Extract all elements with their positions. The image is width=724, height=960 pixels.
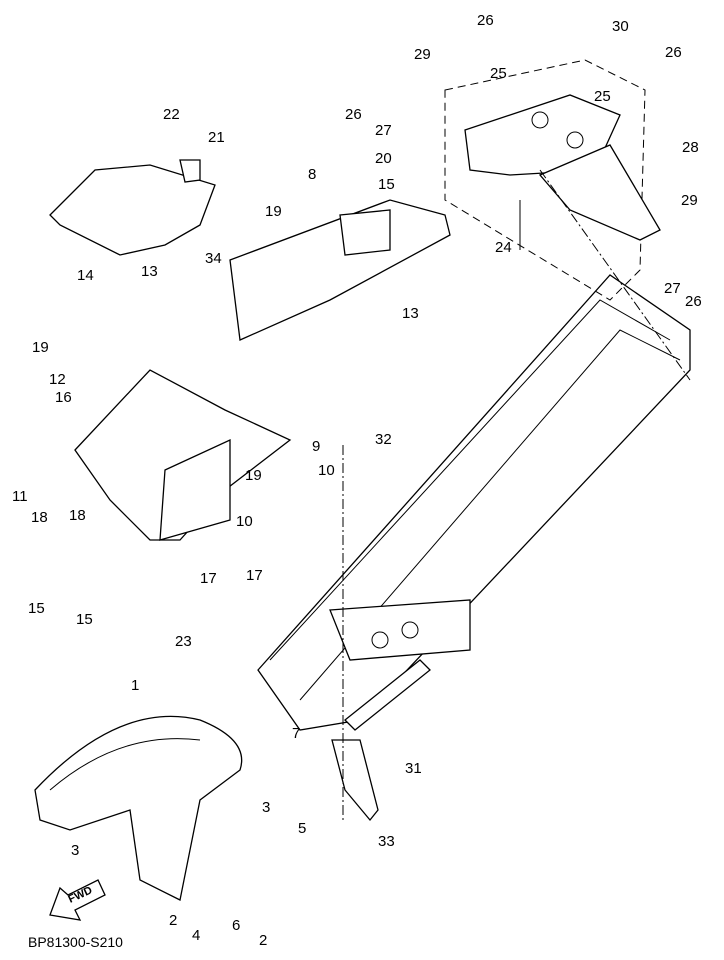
callout-9: 9 [312, 438, 321, 455]
rear-fender [229, 199, 451, 341]
callout-17: 17 [200, 570, 217, 587]
callout-23: 23 [175, 633, 192, 650]
callout-15: 15 [76, 611, 93, 628]
callout-12: 12 [49, 371, 66, 388]
mud-flap [331, 739, 379, 822]
callout-10: 10 [318, 462, 335, 479]
callout-6: 6 [232, 917, 241, 934]
callout-19: 19 [245, 467, 262, 484]
callout-8: 8 [308, 166, 317, 183]
callout-19: 19 [32, 339, 49, 356]
callout-4: 4 [192, 927, 201, 944]
callout-1: 1 [131, 677, 140, 694]
callout-5: 5 [298, 820, 307, 837]
callout-18: 18 [31, 509, 48, 526]
callout-11: 11 [12, 488, 28, 505]
battery-box [49, 159, 216, 256]
callout-27: 27 [664, 280, 681, 297]
callout-10: 10 [236, 513, 253, 530]
callout-33: 33 [378, 833, 395, 850]
callout-17: 17 [246, 567, 263, 584]
callout-19: 19 [265, 203, 282, 220]
callout-15: 15 [28, 600, 45, 617]
tail-housing [444, 59, 661, 301]
callout-21: 21 [208, 129, 225, 146]
callout-34: 34 [205, 250, 222, 267]
callout-26: 26 [345, 106, 362, 123]
callout-14: 14 [77, 267, 94, 284]
front-fender [34, 715, 243, 901]
callout-24: 24 [495, 239, 512, 256]
lower-fender [74, 369, 292, 541]
callout-7: 7 [292, 725, 301, 742]
callout-18: 18 [69, 507, 86, 524]
fwd-arrow-icon [49, 879, 106, 921]
callout-30: 30 [612, 18, 629, 35]
callout-29: 29 [414, 46, 431, 63]
callout-20: 20 [375, 150, 392, 167]
callout-31: 31 [405, 760, 422, 777]
drawing-code: BP81300-S210 [28, 934, 123, 950]
callout-22: 22 [163, 106, 180, 123]
callout-26: 26 [477, 12, 494, 29]
callout-2: 2 [259, 932, 268, 949]
callout-3: 3 [71, 842, 80, 859]
callout-16: 16 [55, 389, 72, 406]
callout-25: 25 [490, 65, 507, 82]
callout-13: 13 [141, 263, 158, 280]
callout-27: 27 [375, 122, 392, 139]
callout-29: 29 [681, 192, 698, 209]
rear-frame [257, 274, 691, 731]
callout-25: 25 [594, 88, 611, 105]
callout-2: 2 [169, 912, 178, 929]
callout-32: 32 [375, 431, 392, 448]
callout-15: 15 [378, 176, 395, 193]
callout-28: 28 [682, 139, 699, 156]
callout-3: 3 [262, 799, 271, 816]
callout-26: 26 [665, 44, 682, 61]
callout-13: 13 [402, 305, 419, 322]
callout-26: 26 [685, 293, 702, 310]
